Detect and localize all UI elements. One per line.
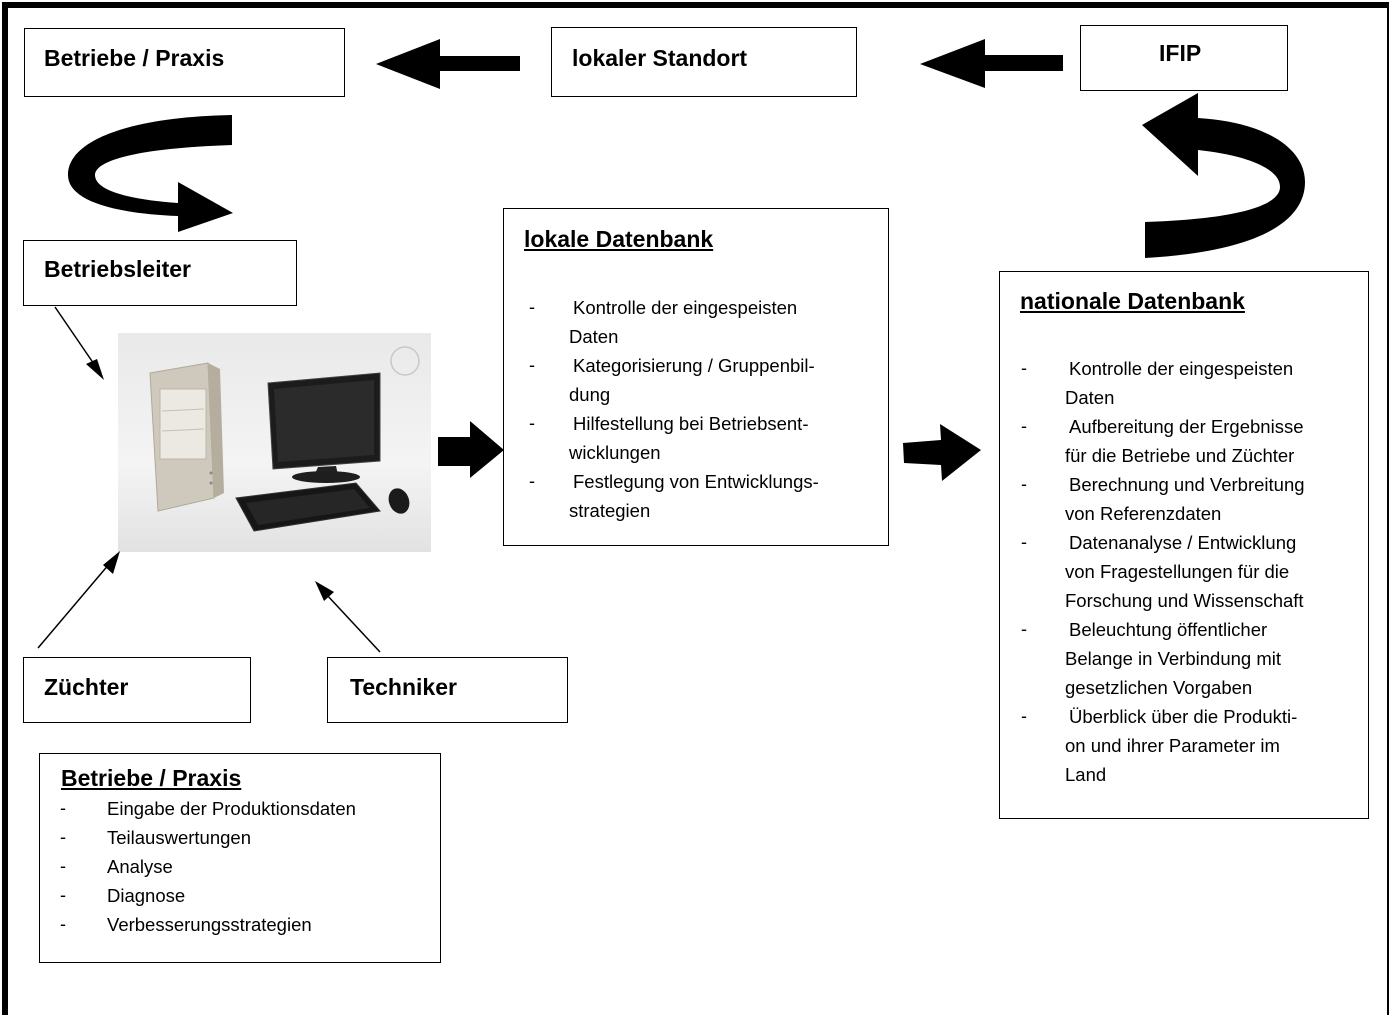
list-item-text: dung	[569, 384, 611, 405]
list-item: - Kategorisierung / Gruppenbil-dung	[529, 351, 879, 409]
list-item-text: Belange in Verbindung mit	[1065, 648, 1281, 669]
arrow-standort-to-betriebe	[376, 39, 520, 89]
betriebe-praxis-title: Betriebe / Praxis	[61, 765, 242, 791]
list-dash: -	[1021, 706, 1027, 726]
list-item-text: Festlegung von Entwicklungs-	[573, 471, 819, 492]
ifip-box: IFIP	[1080, 25, 1288, 91]
list-dash: -	[529, 413, 535, 433]
betriebe-praxis-list: - Eingabe der Produktionsdaten - Teilauswer…	[60, 794, 430, 939]
list-item-text: von Fragestellungen für die	[1065, 561, 1290, 582]
ifip-label: IFIP	[1159, 40, 1202, 66]
computer-image	[118, 333, 431, 552]
curved-arrow-left	[68, 115, 233, 232]
list-item-text: strategien	[569, 500, 651, 521]
arrow-zuechter-to-computer	[37, 551, 120, 649]
list-item-text: Berechnung und Verbreitung	[1069, 474, 1305, 495]
techniker-label: Techniker	[350, 674, 457, 700]
list-item-text: Land	[1065, 764, 1107, 785]
curved-arrow-right	[1142, 93, 1305, 258]
list-item: - Eingabe der Produktionsdaten	[60, 794, 430, 823]
lokale-datenbank-title: lokale Datenbank	[524, 226, 714, 252]
list-item-text: on und ihrer Parameter im	[1065, 735, 1280, 756]
computer-drawing	[149, 346, 420, 532]
list-dash: -	[60, 798, 66, 818]
list-item-text: Teilauswertungen	[107, 827, 251, 848]
list-item-text: Kategorisierung / Gruppenbil-	[573, 355, 815, 376]
list-dash: -	[60, 856, 66, 876]
list-item: - Hilfestellung bei Betriebsent-wicklunge…	[529, 409, 879, 467]
list-item-text: Forschung und Wissenschaft	[1065, 590, 1304, 611]
lokaler-standort-box: lokaler Standort	[551, 27, 857, 97]
list-item-text: Beleuchtung öffentlicher	[1069, 619, 1268, 640]
betriebsleiter-label: Betriebsleiter	[44, 256, 192, 282]
list-item-text: Analyse	[107, 856, 173, 877]
nationale-datenbank-title: nationale Datenbank	[1020, 288, 1245, 314]
arrow-lokal-to-national	[903, 424, 981, 481]
arrow-ifip-to-standort	[920, 39, 1063, 88]
nationale-datenbank-box: nationale Datenbank - Kontrolle der einge…	[999, 271, 1369, 819]
list-item-text: wicklungen	[569, 442, 661, 463]
list-item: - Datenanalyse / Entwicklung von Fragestel…	[1021, 528, 1366, 615]
list-item-text: für die Betriebe und Züchter	[1065, 445, 1295, 466]
list-dash: -	[1021, 474, 1027, 494]
list-dash: -	[1021, 358, 1027, 378]
list-item: - Aufbereitung der Ergebnisse für die Betr…	[1021, 412, 1366, 470]
list-dash: -	[529, 297, 535, 317]
list-item-text: Daten	[1065, 387, 1115, 408]
zuechter-label: Züchter	[44, 674, 129, 700]
list-item: - Festlegung von Entwicklungs-strategien	[529, 467, 879, 525]
list-dash: -	[529, 471, 535, 491]
list-item: - Berechnung und Verbreitung von Referenzd…	[1021, 470, 1366, 528]
list-dash: -	[60, 914, 66, 934]
list-item-text: Überblick über die Produkti-	[1069, 706, 1298, 727]
lokale-datenbank-box: lokale Datenbank - Kontrolle der eingespe…	[503, 208, 889, 546]
arrow-betriebsleiter-to-computer	[54, 306, 104, 380]
list-item-text: Kontrolle der eingespeisten	[1069, 358, 1294, 379]
list-dash: -	[60, 885, 66, 905]
list-item: - Teilauswertungen	[60, 823, 430, 852]
list-item-text: Hilfestellung bei Betriebsent-	[573, 413, 809, 434]
arrow-techniker-to-computer	[315, 581, 381, 653]
betriebe-praxis-top-box: Betriebe / Praxis	[24, 28, 345, 97]
techniker-box: Techniker	[327, 657, 568, 723]
list-item-text: Eingabe der Produktionsdaten	[107, 798, 356, 819]
list-dash: -	[60, 827, 66, 847]
list-dash: -	[1021, 619, 1027, 639]
betriebe-praxis-top-label: Betriebe / Praxis	[44, 45, 225, 71]
list-item: - Verbesserungsstrategien	[60, 910, 430, 939]
list-item-text: von Referenzdaten	[1065, 503, 1222, 524]
list-item-text: Aufbereitung der Ergebnisse	[1069, 416, 1304, 437]
list-dash: -	[529, 355, 535, 375]
list-dash: -	[1021, 532, 1027, 552]
list-item: - Überblick über die Produkti-on und ihre…	[1021, 702, 1366, 789]
list-item-text: Verbesserungsstrategien	[107, 914, 312, 935]
list-item-text: Diagnose	[107, 885, 186, 906]
list-item: - Analyse	[60, 852, 430, 881]
arrow-computer-to-lokal	[438, 421, 504, 478]
zuechter-box: Züchter	[23, 657, 251, 723]
betriebsleiter-box: Betriebsleiter	[23, 240, 297, 306]
list-item-text: gesetzlichen Vorgaben	[1065, 677, 1253, 698]
list-dash: -	[1021, 416, 1027, 436]
lokaler-standort-label: lokaler Standort	[572, 45, 748, 71]
list-item-text: Daten	[569, 326, 619, 347]
list-item-text: Datenanalyse / Entwicklung	[1069, 532, 1297, 553]
list-item-text: Kontrolle der eingespeisten	[573, 297, 798, 318]
betriebe-praxis-box: Betriebe / Praxis - Eingabe der Produktio…	[39, 753, 441, 963]
list-item: - Diagnose	[60, 881, 430, 910]
